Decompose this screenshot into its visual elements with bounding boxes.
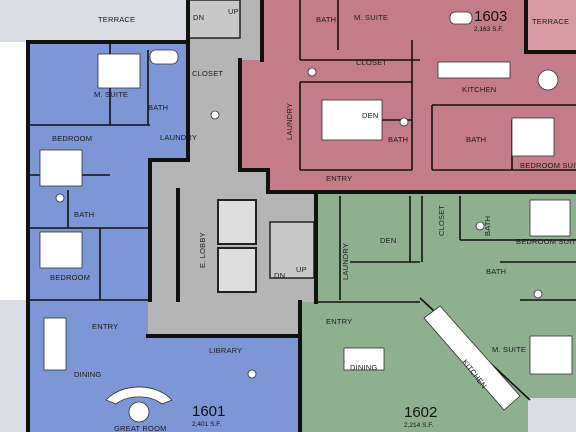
bathtub-icon [149, 49, 179, 65]
room-label-bath-1601-a: BATH [148, 103, 168, 112]
bed-icon [529, 335, 573, 375]
kitchen-island-icon [437, 61, 511, 79]
room-label-dining-1601: DINING [74, 370, 101, 379]
bed-icon [511, 117, 555, 157]
toilet-icon [247, 369, 257, 379]
toilet-icon [307, 67, 317, 77]
room-label-bath-1602-b: BATH [486, 267, 506, 276]
bathtub-icon [449, 11, 473, 25]
dining-table-icon [343, 347, 385, 371]
unit-area-1603: 2,163 S.F. [474, 26, 503, 33]
unit-area-1601: 2,401 S.F. [192, 421, 221, 428]
unit-area-1602: 2,214 S.F. [404, 422, 433, 429]
unit-1601 [0, 0, 300, 432]
room-label-bath-1603-a: BATH [316, 15, 336, 24]
room-label-bath-1601-b: BATH [74, 210, 94, 219]
bed-icon [97, 53, 141, 89]
room-label-den-1603: DEN [362, 111, 378, 120]
room-label-bedroom-1601-b: BEDROOM [50, 273, 90, 282]
bed-icon [529, 199, 571, 237]
corridor-floor [148, 0, 300, 336]
kitchen-counter-icon [423, 305, 521, 411]
room-label-laundry-1601: LAUNDRY [160, 133, 197, 142]
stair-label-up-mid: UP [296, 265, 307, 274]
room-label-bath-1603-b: BATH [388, 135, 408, 144]
unit-1601-floor [28, 42, 300, 432]
bed-icon [39, 231, 83, 269]
room-label-bedroom-suite-1602: BEDROOM SUITE [516, 237, 576, 246]
elevator-2 [217, 247, 257, 293]
sofa-icon [105, 386, 173, 405]
room-label-msuite-1602: M. SUITE [492, 345, 526, 354]
fixtures [39, 11, 573, 423]
unit-1603-floor [240, 0, 576, 192]
balcony-1601 [0, 300, 28, 432]
room-label-great-room-1601: GREAT ROOM [114, 424, 167, 432]
room-label-msuite-1603: M. SUITE [354, 13, 388, 22]
room-label-laundry-1603: LAUNDRY [285, 103, 294, 140]
elevator-1 [217, 199, 257, 245]
room-label-bedroom-1601-a: BEDROOM [52, 134, 92, 143]
stair-label-dn-mid: DN [274, 271, 285, 280]
unit-number-1601: 1601 [192, 403, 225, 420]
room-label-terrace-1603: TERRACE [532, 17, 569, 26]
room-label-laundry-1602: LAUNDRY [341, 243, 350, 280]
stair-label-up-top: UP [228, 7, 239, 16]
balcony-1602 [528, 398, 576, 432]
room-label-entry-1601: ENTRY [92, 322, 118, 331]
toilet-icon [399, 117, 409, 127]
unit-1603 [240, 0, 576, 192]
room-label-bedroom-suite-1603: BEDROOM SUITE [520, 161, 576, 170]
toilet-icon [533, 289, 543, 299]
unit-number-1603: 1603 [474, 8, 507, 25]
toilet-icon [210, 110, 220, 120]
bed-icon [321, 99, 383, 141]
room-label-bath-1603-c: BATH [466, 135, 486, 144]
stair-label-dn-top: DN [193, 13, 204, 22]
unit-labels: 1601 2,401 S.F. 1602 2,214 S.F. 1603 2,1… [192, 8, 507, 429]
dining-table-icon [43, 317, 67, 371]
room-label-entry-1603: ENTRY [326, 174, 352, 183]
table-icon [537, 69, 559, 91]
bed-icon [39, 149, 83, 187]
room-label-den-1602: DEN [380, 236, 396, 245]
room-label-e-lobby: E. LOBBY [198, 232, 207, 268]
unit-number-1602: 1602 [404, 404, 437, 421]
room-label-bath-1602-a: BATH [483, 216, 492, 236]
room-label-entry-1602: ENTRY [326, 317, 352, 326]
room-label-closet-1602: CLOSET [437, 205, 446, 236]
room-label-terrace-1601: TERRACE [98, 15, 135, 24]
room-label-closet-1601: CLOSET [192, 69, 223, 78]
room-label-kitchen-1603: KITCHEN [462, 85, 496, 94]
common-core [148, 0, 316, 336]
toilet-icon [475, 221, 485, 231]
terrace-1603-area [526, 0, 576, 52]
room-label-msuite-1601: M. SUITE [94, 90, 128, 99]
coffee-table-icon [128, 401, 150, 423]
room-label-library: LIBRARY [209, 346, 242, 355]
room-label-closet-1603: CLOSET [356, 58, 387, 67]
toilet-icon [55, 193, 65, 203]
terrace-1601-area [0, 0, 188, 42]
stair-mid [269, 221, 315, 279]
room-label-dining-1602: DINING [350, 363, 377, 372]
